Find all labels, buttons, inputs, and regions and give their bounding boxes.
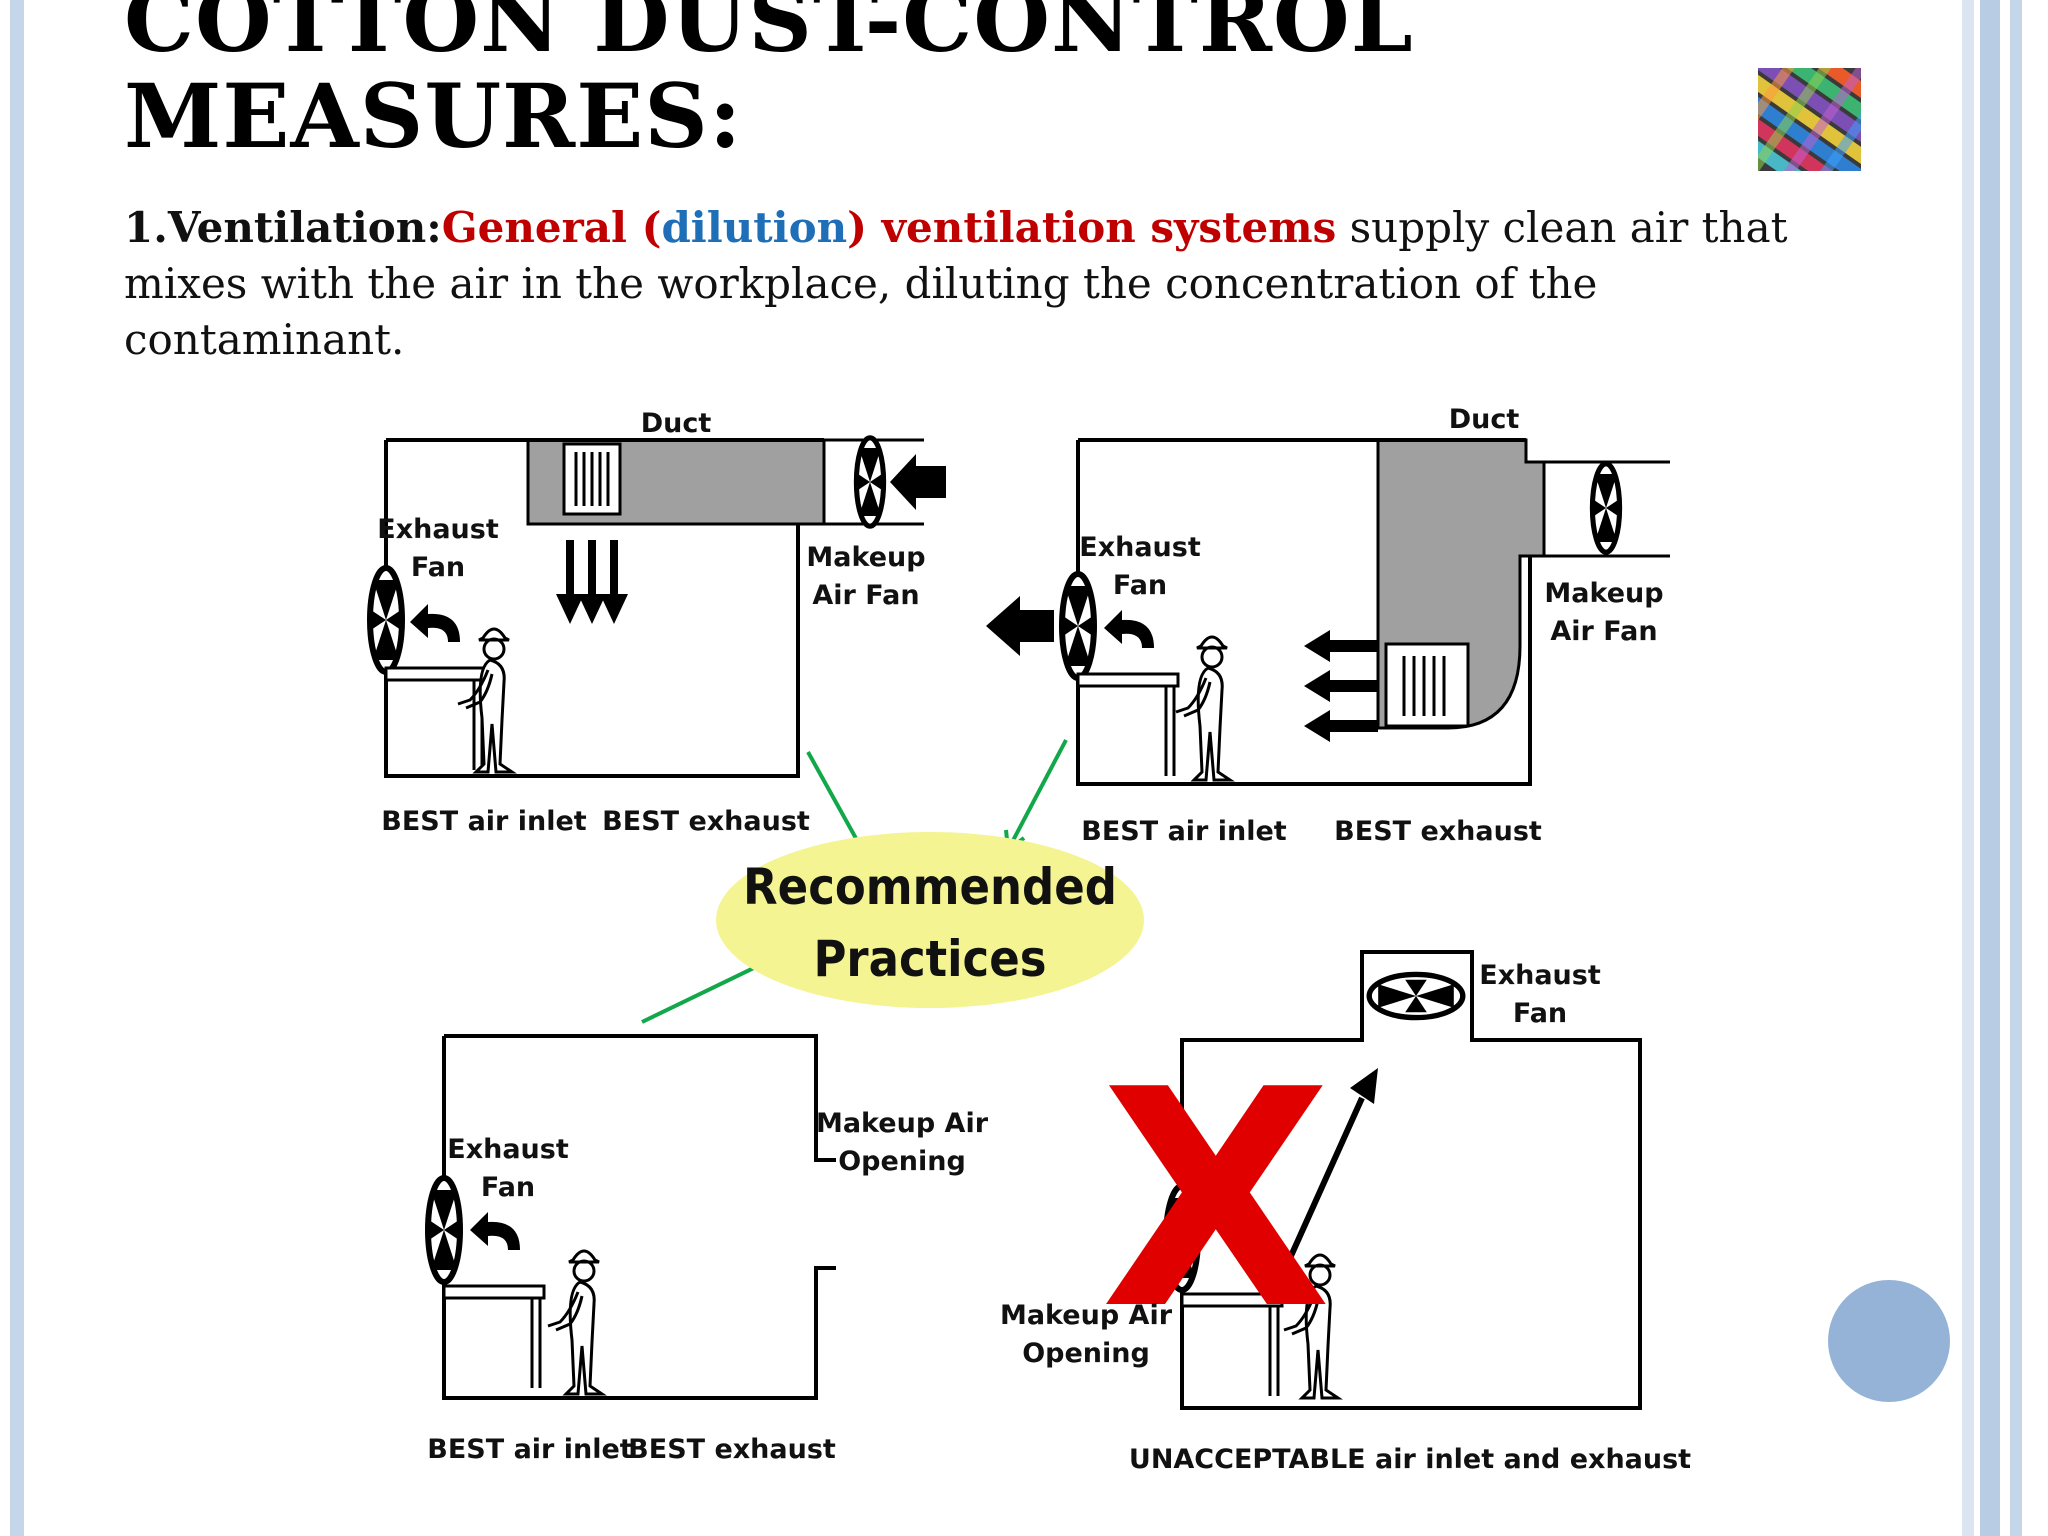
- label-best-exhaust-tr: BEST exhaust: [1334, 816, 1542, 847]
- label-makeup-fan-tr-1: Makeup: [1544, 578, 1663, 609]
- label-makeup-opening-br-1: Makeup Air: [1000, 1300, 1173, 1331]
- label-duct-tl: Duct: [641, 408, 712, 439]
- highlight-general: General (: [441, 203, 662, 252]
- label-makeup-fan-tr-2: Air Fan: [1550, 616, 1657, 647]
- highlight-dilution: dilution: [661, 203, 848, 252]
- point-description: supply clean air that mixes with the air…: [124, 203, 1788, 364]
- recommended-practices-callout: Recommended Practices: [641, 739, 1144, 1024]
- label-makeup-opening-br-2: Opening: [1022, 1338, 1150, 1369]
- label-recommended: Recommended: [743, 859, 1117, 917]
- unacceptable-x-mark: X: [1100, 1026, 1331, 1375]
- label-best-inlet-tl: BEST air inlet: [381, 806, 587, 837]
- title-line-2: MEASURES:: [124, 64, 743, 168]
- right-border-stripe-outer: [2010, 0, 2022, 1536]
- right-border-stripe-mid: [1980, 0, 2000, 1536]
- label-best-inlet-bl: BEST air inlet: [427, 1434, 633, 1465]
- recommended-ellipse: [716, 832, 1144, 1008]
- label-exhaust-fan-bl-1: Exhaust: [447, 1134, 569, 1165]
- label-makeup-fan-tl-1: Makeup: [806, 542, 925, 573]
- label-exhaust-fan-bl-2: Fan: [481, 1172, 535, 1203]
- panel-bottom-right: X Exhaust Fan Makeup Air Opening UNACCEP…: [1000, 950, 1691, 1475]
- point-number: 1.: [124, 203, 168, 252]
- panel-top-left: Duct Exhaust Fan Makeup Air Fan BEST air…: [370, 408, 946, 837]
- label-exhaust-fan-br-2: Fan: [1513, 998, 1567, 1029]
- label-duct-tr: Duct: [1449, 404, 1520, 435]
- label-practices: Practices: [813, 931, 1046, 989]
- label-best-inlet-tr: BEST air inlet: [1081, 816, 1287, 847]
- label-makeup-opening-bl-2: Opening: [838, 1146, 966, 1177]
- label-exhaust-fan-tr-2: Fan: [1113, 570, 1167, 601]
- accent-circle: [1828, 1280, 1950, 1402]
- panel-bottom-left: Exhaust Fan Makeup Air Opening BEST air …: [427, 1034, 989, 1465]
- label-unacceptable-caption: UNACCEPTABLE air inlet and exhaust: [1129, 1444, 1691, 1475]
- title-line-1: COTTON DUST-CONTROL: [124, 0, 1414, 72]
- label-exhaust-fan-br-1: Exhaust: [1479, 960, 1601, 991]
- right-border-stripe-inner: [1962, 0, 1974, 1536]
- panel-top-right: Duct Exhaust Fan Makeup Air Fan BEST air…: [986, 404, 1670, 847]
- label-exhaust-fan-tr-1: Exhaust: [1079, 532, 1201, 563]
- label-best-exhaust-tl: BEST exhaust: [602, 806, 810, 837]
- label-exhaust-fan-tl-2: Fan: [411, 552, 465, 583]
- ventilation-point: 1.Ventilation:General (dilution) ventila…: [124, 200, 1884, 368]
- point-label: Ventilation:: [167, 203, 442, 252]
- label-makeup-fan-tl-2: Air Fan: [812, 580, 919, 611]
- slide-title: COTTON DUST-CONTROL MEASURES:: [124, 0, 1414, 164]
- left-border-stripe: [10, 0, 24, 1536]
- label-exhaust-fan-tl-1: Exhaust: [377, 514, 499, 545]
- highlight-ventilation-systems: ) ventilation systems: [847, 203, 1337, 252]
- label-best-exhaust-bl: BEST exhaust: [628, 1434, 836, 1465]
- label-makeup-opening-bl-1: Makeup Air: [816, 1108, 989, 1139]
- woven-cotton-image: [1758, 68, 1861, 171]
